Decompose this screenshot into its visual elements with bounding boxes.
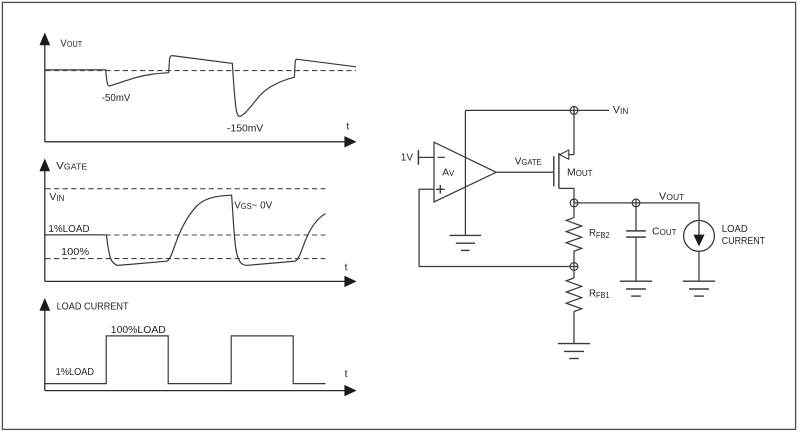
vgate-y-axis-arrow-icon [39,158,51,172]
capacitor-cout: COUT [619,206,677,297]
vgate-1pct-level-label: 1%LOAD [48,223,90,235]
vgate-label: VGATE [515,155,542,167]
vref-label: 1V [401,152,413,164]
vgate-vin-level-label: VIN [49,191,64,203]
load-low-label: 1%LOAD [56,366,95,378]
rfb1-zigzag [564,277,584,313]
mosfet-mout: MOUT [553,149,593,203]
load-high-label: 100%LOAD [111,324,166,336]
schematic: VIN AV 1V VGATE [401,104,766,360]
vout-label: VOUT [659,190,685,202]
vref-source: 1V [401,150,434,165]
rfb2-zigzag [564,217,584,252]
vgate-waveform [44,194,326,267]
load-arrow-icon [693,234,705,247]
vin-label: VIN [613,104,629,116]
plot-vgate: VGATE VIN 1%LOAD 100% VGS~ 0V t [39,158,357,288]
load-current-source: LOAD CURRENT [682,202,766,297]
rfb2-label: RFB2 [589,227,610,240]
resistor-rfb2: RFB2 [564,206,610,263]
mosfet-source-arrow-icon [558,149,570,161]
load-ground-icon [682,280,716,297]
rfb1-ground-icon [557,342,591,360]
vgate-x-axis-label: t [345,261,348,273]
load-x-axis-label: t [345,368,348,380]
vgate-y-axis-label: VGATE [56,160,87,172]
load-x-axis-arrow-icon [344,384,357,397]
cout-label: COUT [652,225,677,237]
vout-dip1-label: -50mV [102,92,131,104]
opamp-triangle [433,141,498,203]
mosfet-drain-lead [558,187,575,203]
plot-vout: VOUT -50mV -150mV t [39,32,357,148]
opamp: AV [433,141,498,203]
load-source-label-line2: CURRENT [722,235,766,247]
load-current-waveform [44,335,326,385]
opamp-plus-icon [436,185,445,194]
load-source-label-line1: LOAD [722,223,748,235]
vout-x-axis-arrow-icon [344,136,357,148]
opamp-gain-label: AV [442,167,455,179]
vout-y-axis-label: VOUT [60,38,82,50]
vgate-100pct-level-label: 100% [61,246,89,258]
resistor-rfb1: RFB1 [557,270,610,360]
vgate-vgs-annotation: VGS~ 0V [234,199,272,211]
load-y-axis-arrow-icon [39,298,51,311]
vout-y-axis-arrow-icon [39,32,51,46]
vgate-x-axis-arrow-icon [344,275,357,288]
feedback-node-terminal [569,262,579,272]
opamp-ground-icon [449,234,481,252]
mosfet-label: MOUT [567,166,593,178]
vout-x-axis-label: t [346,121,349,133]
vin-node-terminal [569,105,579,115]
feedback-wire [418,188,571,268]
cout-ground-icon [619,280,653,297]
rfb1-label: RFB1 [589,287,610,300]
vout-waveform [44,54,357,118]
load-y-axis-label: LOAD CURRENT [57,301,130,313]
vout-dip2-label: -150mV [227,122,263,134]
plot-load-current: LOAD CURRENT 100%LOAD 1%LOAD t [39,298,357,397]
